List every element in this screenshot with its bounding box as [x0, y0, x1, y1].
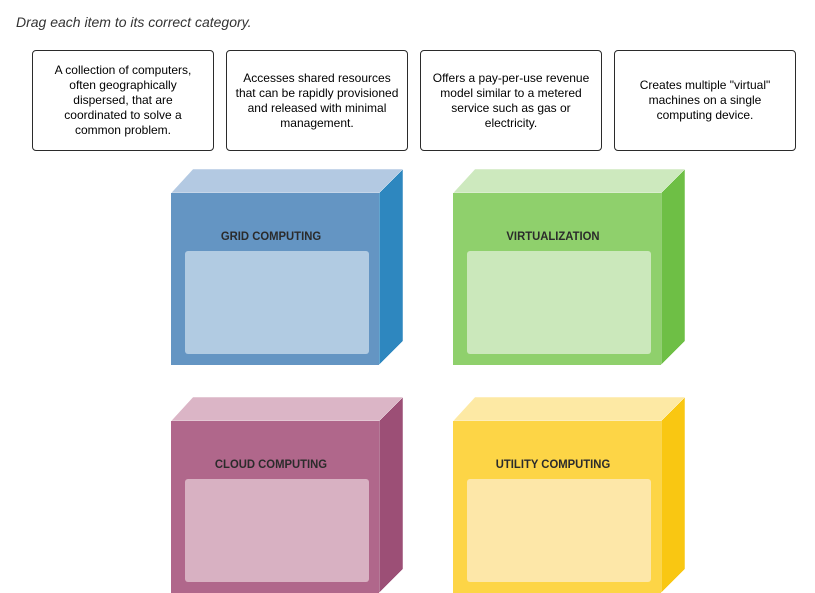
category-label-utility-computing: UTILITY COMPUTING: [495, 457, 611, 471]
draggable-item-virtualization-description[interactable]: Creates multiple "virtual" machines on a…: [614, 50, 796, 151]
drop-zone-utility-computing[interactable]: [467, 479, 651, 582]
draggable-item-cloud-description[interactable]: Accesses shared resources that can be ra…: [226, 50, 408, 151]
category-box-cloud-computing: CLOUD COMPUTING: [171, 397, 403, 593]
drop-zone-cloud-computing[interactable]: [185, 479, 369, 582]
drop-zone-virtualization[interactable]: [467, 251, 651, 354]
category-box-virtualization: VIRTUALIZATION: [453, 169, 685, 365]
category-box-grid-computing: GRID COMPUTING: [171, 169, 403, 365]
instruction-text: Drag each item to its correct category.: [16, 14, 252, 30]
draggable-item-grid-description[interactable]: A collection of computers, often geograp…: [32, 50, 214, 151]
category-label-virtualization: VIRTUALIZATION: [506, 229, 600, 243]
category-label-cloud-computing: CLOUD COMPUTING: [214, 457, 328, 471]
category-box-utility-computing: UTILITY COMPUTING: [453, 397, 685, 593]
drop-zone-grid-computing[interactable]: [185, 251, 369, 354]
category-label-grid-computing: GRID COMPUTING: [220, 229, 322, 243]
draggable-item-utility-description[interactable]: Offers a pay-per-use revenue model simil…: [420, 50, 602, 151]
